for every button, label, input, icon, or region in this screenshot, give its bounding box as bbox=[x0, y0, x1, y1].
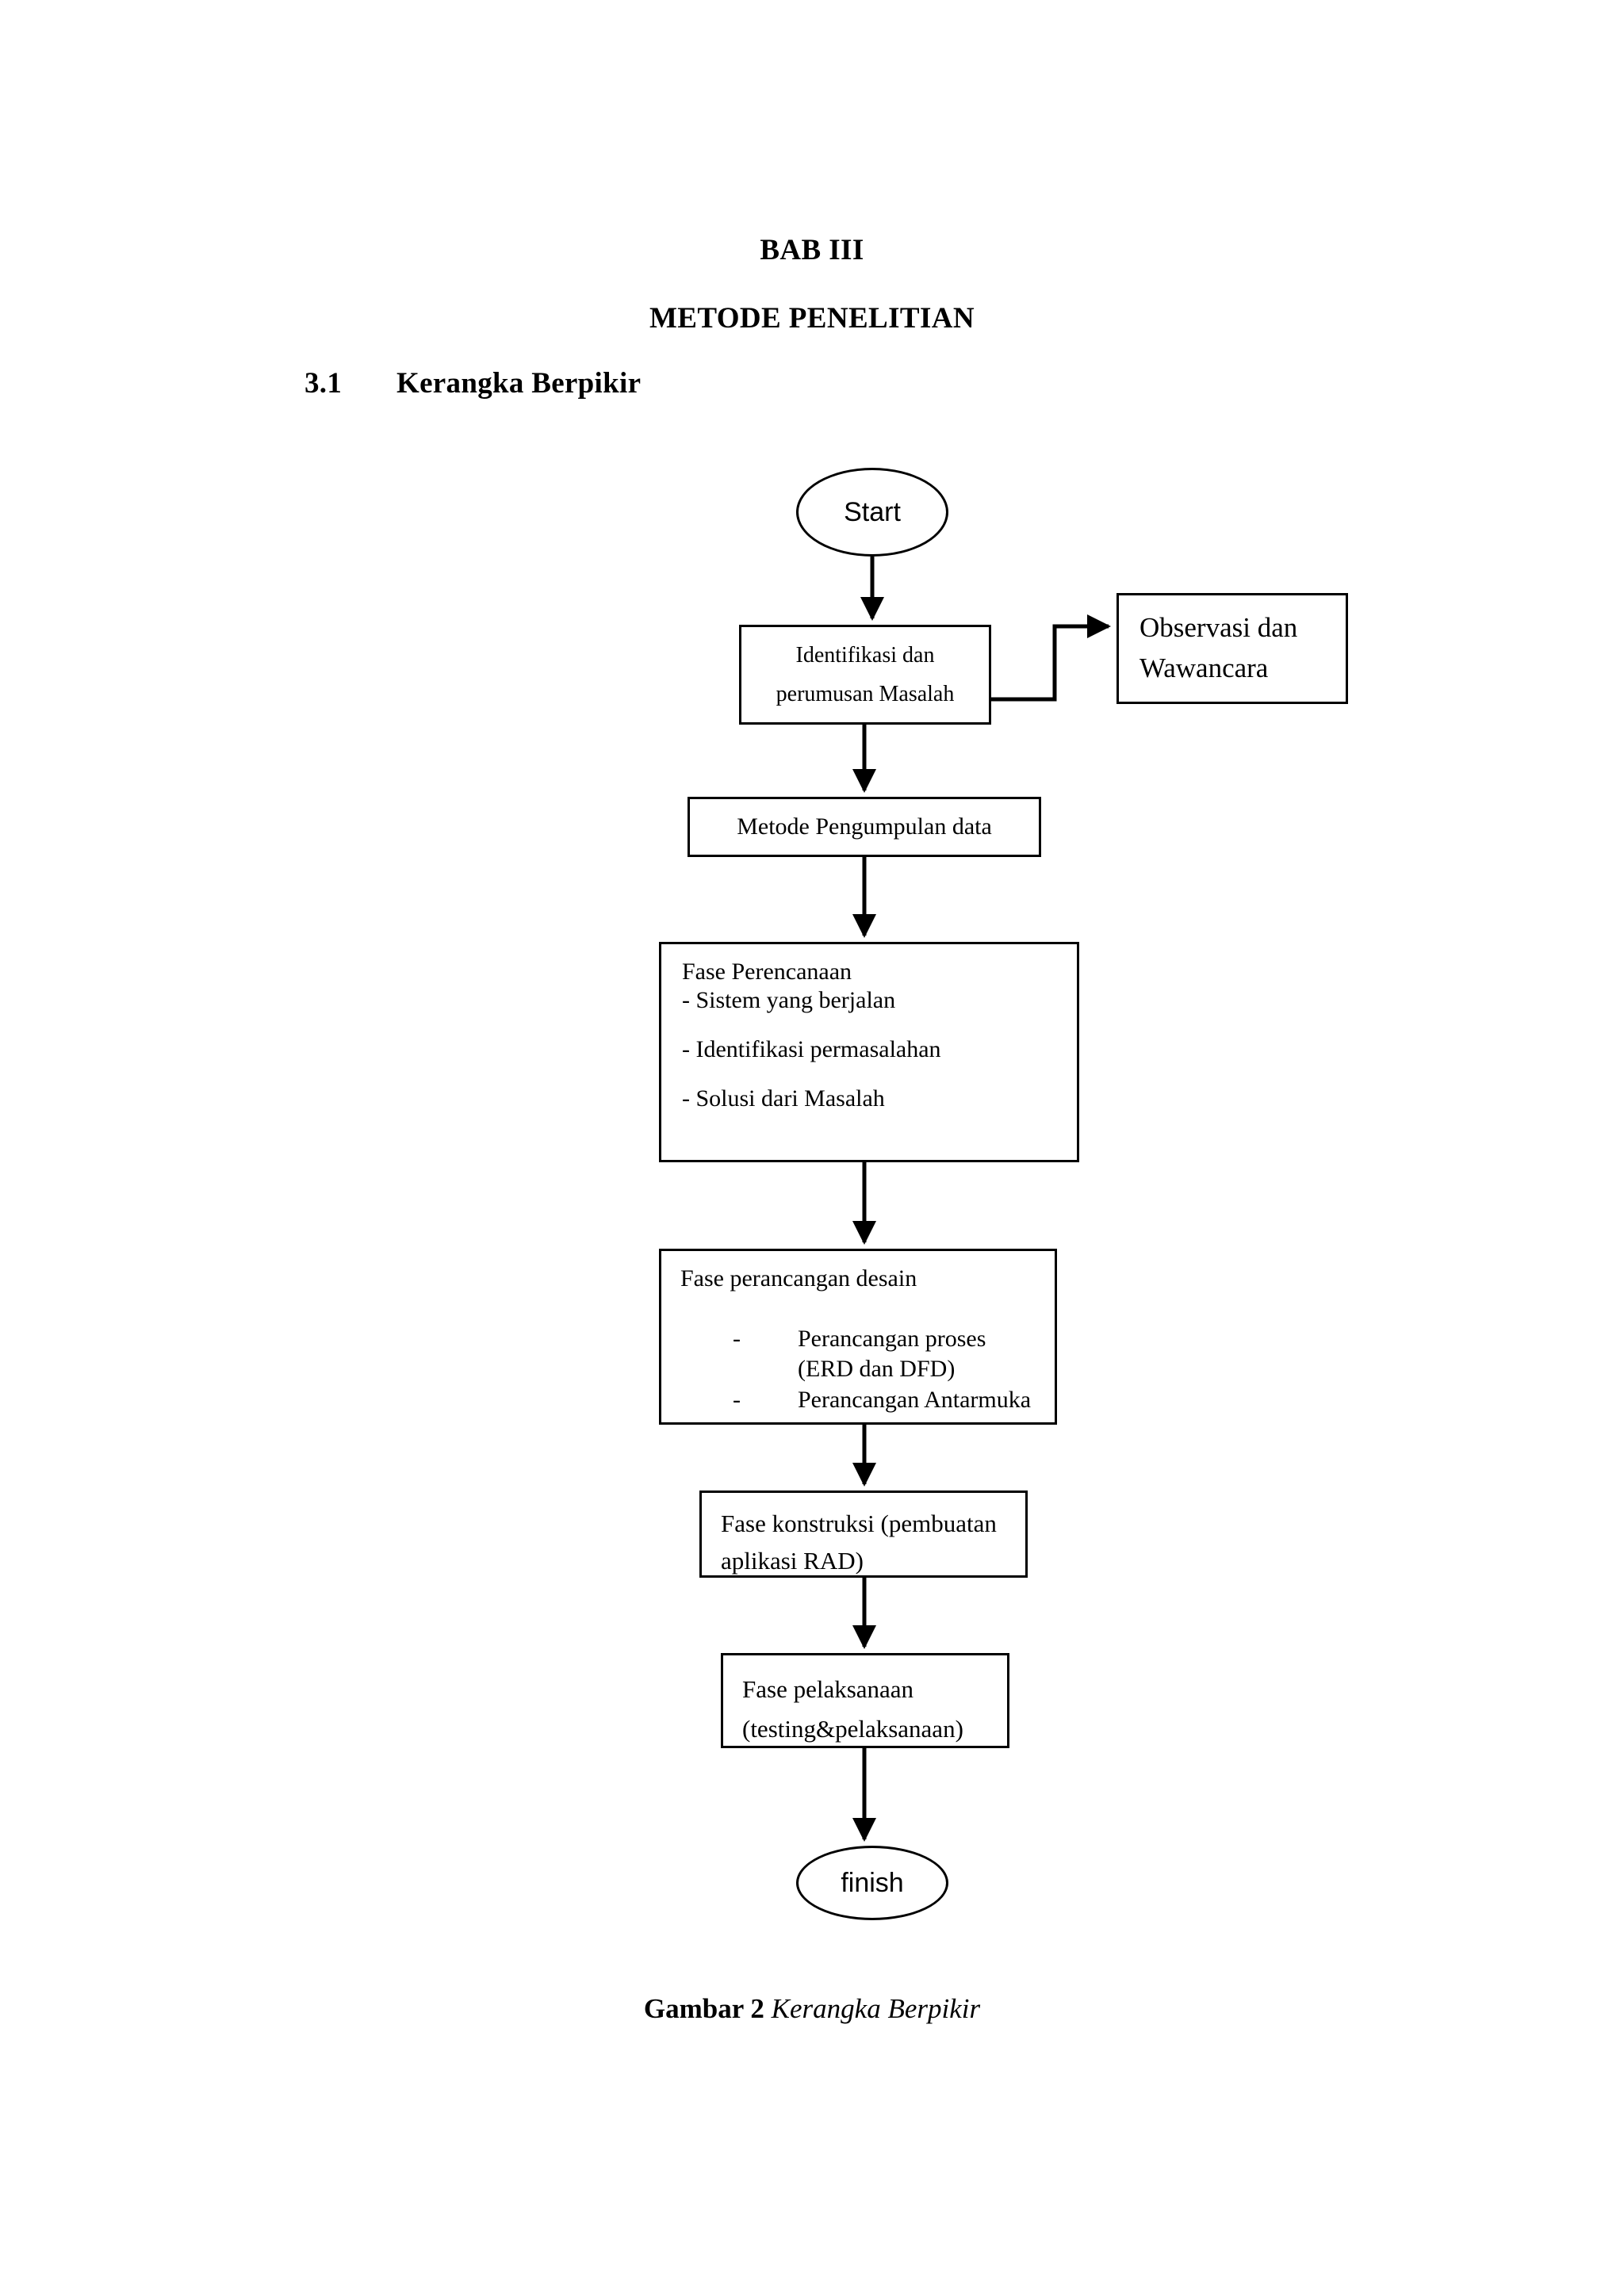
fase-desain-item-1-label: Perancangan proses (ERD dan DFD) bbox=[798, 1326, 986, 1383]
fase-perencanaan-item-3: - Solusi dari Masalah bbox=[682, 1085, 885, 1112]
fase-perencanaan-title: Fase Perencanaan bbox=[682, 959, 852, 985]
flow-node-fase-perencanaan[interactable]: Fase Perencanaan - Sistem yang berjalan … bbox=[659, 942, 1079, 1162]
fase-desain-title: Fase perancangan desain bbox=[680, 1265, 917, 1292]
flow-node-identifikasi-masalah[interactable]: Identifikasi dan perumusan Masalah bbox=[739, 625, 991, 725]
section-heading: 3.1 Kerangka Berpikir bbox=[304, 366, 641, 400]
chapter-title: METODE PENELITIAN bbox=[649, 302, 975, 335]
flow-node-observasi-label: Observasi dan Wawancara bbox=[1139, 612, 1298, 683]
fase-desain-list: Perancangan proses (ERD dan DFD) Peranca… bbox=[680, 1324, 1055, 1416]
flow-node-start[interactable]: Start bbox=[796, 468, 948, 557]
flow-node-metode-pengumpulan-data[interactable]: Metode Pengumpulan data bbox=[688, 797, 1041, 857]
fase-desain-item-1: Perancangan proses (ERD dan DFD) bbox=[733, 1324, 1055, 1385]
flow-node-identifikasi-label: Identifikasi dan perumusan Masalah bbox=[776, 643, 955, 706]
flow-node-fase-pelaksanaan[interactable]: Fase pelaksanaan (testing&pelaksanaan) bbox=[721, 1653, 1009, 1748]
chapter-heading: BAB III bbox=[760, 234, 864, 266]
fase-perencanaan-item-1: - Sistem yang berjalan bbox=[682, 987, 896, 1013]
flow-node-finish-label: finish bbox=[841, 1867, 904, 1898]
flow-node-fase-perancangan-desain[interactable]: Fase perancangan desain Perancangan pros… bbox=[659, 1249, 1057, 1425]
flow-node-pelaksanaan-label: Fase pelaksanaan (testing&pelaksanaan) bbox=[742, 1675, 963, 1743]
figure-caption: Gambar 2 Kerangka Berpikir bbox=[0, 1993, 1624, 2025]
flow-node-fase-konstruksi[interactable]: Fase konstruksi (pembuatan aplikasi RAD) bbox=[699, 1490, 1028, 1578]
flow-node-metode-label: Metode Pengumpulan data bbox=[737, 813, 992, 840]
flow-node-finish[interactable]: finish bbox=[796, 1846, 948, 1920]
figure-caption-label: Gambar 2 bbox=[643, 1993, 764, 2024]
flow-node-konstruksi-label: Fase konstruksi (pembuatan aplikasi RAD) bbox=[721, 1510, 997, 1575]
figure-caption-text: Kerangka Berpikir bbox=[764, 1993, 981, 2024]
section-number: 3.1 bbox=[304, 367, 343, 400]
section-title: Kerangka Berpikir bbox=[396, 367, 642, 400]
fase-desain-item-2: Perancangan Antarmuka bbox=[733, 1385, 1055, 1416]
fase-desain-item-2-label: Perancangan Antarmuka bbox=[798, 1386, 1032, 1413]
fase-perencanaan-item-2: - Identifikasi permasalahan bbox=[682, 1036, 941, 1062]
flow-node-observasi-wawancara[interactable]: Observasi dan Wawancara bbox=[1116, 593, 1348, 704]
flow-node-start-label: Start bbox=[844, 496, 901, 527]
